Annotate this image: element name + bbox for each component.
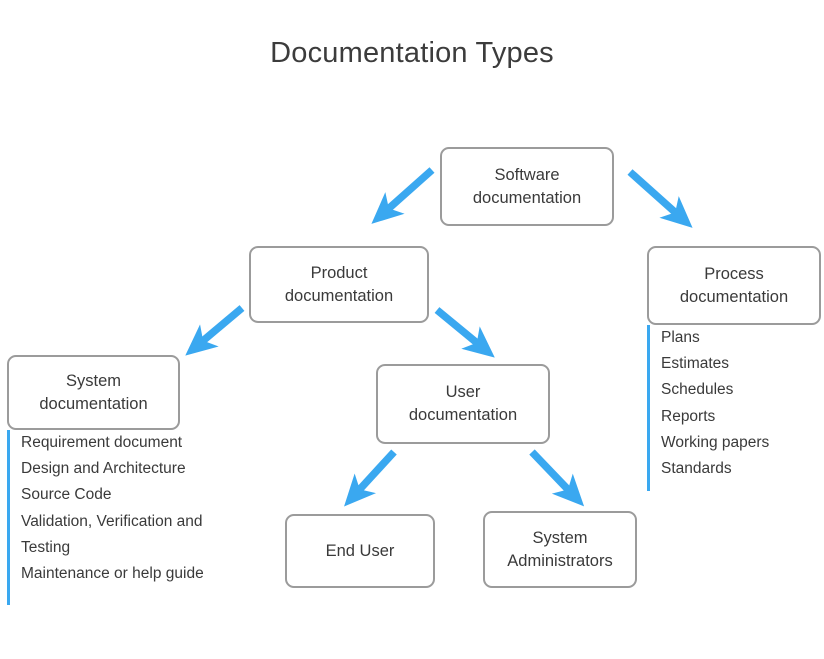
list-item: Plans xyxy=(661,329,700,346)
node-label-line1: System xyxy=(65,371,121,390)
node-label: User documentation xyxy=(386,381,540,427)
list-item: Reports xyxy=(661,407,716,425)
node-label-line1: Process xyxy=(704,264,764,283)
node-label-line1: Product xyxy=(310,263,368,282)
node-label-line2: documentation xyxy=(472,188,582,207)
edge-software-to-product xyxy=(371,167,435,224)
list-item: Working papers xyxy=(661,433,770,451)
page-title: Documentation Types xyxy=(270,37,554,69)
list-item: Validation, Verification and Testing xyxy=(21,512,203,556)
node-label-line2: Administrators xyxy=(507,551,613,570)
node-label: System documentation xyxy=(17,370,170,416)
edge-product-to-user xyxy=(434,307,495,358)
node-label: Product documentation xyxy=(259,262,419,308)
edge-software-to-process xyxy=(627,169,693,228)
list-item: Design and Architecture xyxy=(21,460,186,478)
node-label-line1: User xyxy=(445,383,481,402)
list-item: Source Code xyxy=(21,486,112,504)
node-label-line2: documentation xyxy=(679,287,789,306)
node-label-line1: System xyxy=(532,528,588,547)
node-product-documentation[interactable]: Product documentation xyxy=(249,246,429,323)
process-documentation-detail-list: Plans Estimates Schedules Reports Workin… xyxy=(647,325,819,492)
node-process-documentation[interactable]: Process documentation xyxy=(647,246,821,325)
edge-product-to-system xyxy=(185,305,245,356)
node-label-line2: documentation xyxy=(284,286,394,305)
list-item: Requirement document xyxy=(21,434,183,451)
edge-user-to-sysadmin xyxy=(529,449,585,507)
node-label: End User xyxy=(325,541,395,560)
list-item: Schedules xyxy=(661,381,734,399)
list-item: Maintenance or help guide xyxy=(21,564,204,582)
node-user-documentation[interactable]: User documentation xyxy=(376,364,550,444)
node-label-line2: documentation xyxy=(408,406,518,424)
node-label-line2: documentation xyxy=(39,394,148,413)
list-item: Standards xyxy=(661,459,732,477)
node-label-line1: Software xyxy=(494,165,560,184)
edge-user-to-end-user xyxy=(344,449,397,507)
system-documentation-detail-list: Requirement document Design and Architec… xyxy=(7,430,255,606)
node-system-documentation[interactable]: System documentation xyxy=(7,355,180,430)
list-item: Estimates xyxy=(661,355,730,373)
node-label: Software documentation xyxy=(450,164,604,210)
node-end-user[interactable]: End User xyxy=(285,514,435,588)
node-software-documentation[interactable]: Software documentation xyxy=(440,147,614,226)
node-label: Process documentation xyxy=(657,263,811,309)
